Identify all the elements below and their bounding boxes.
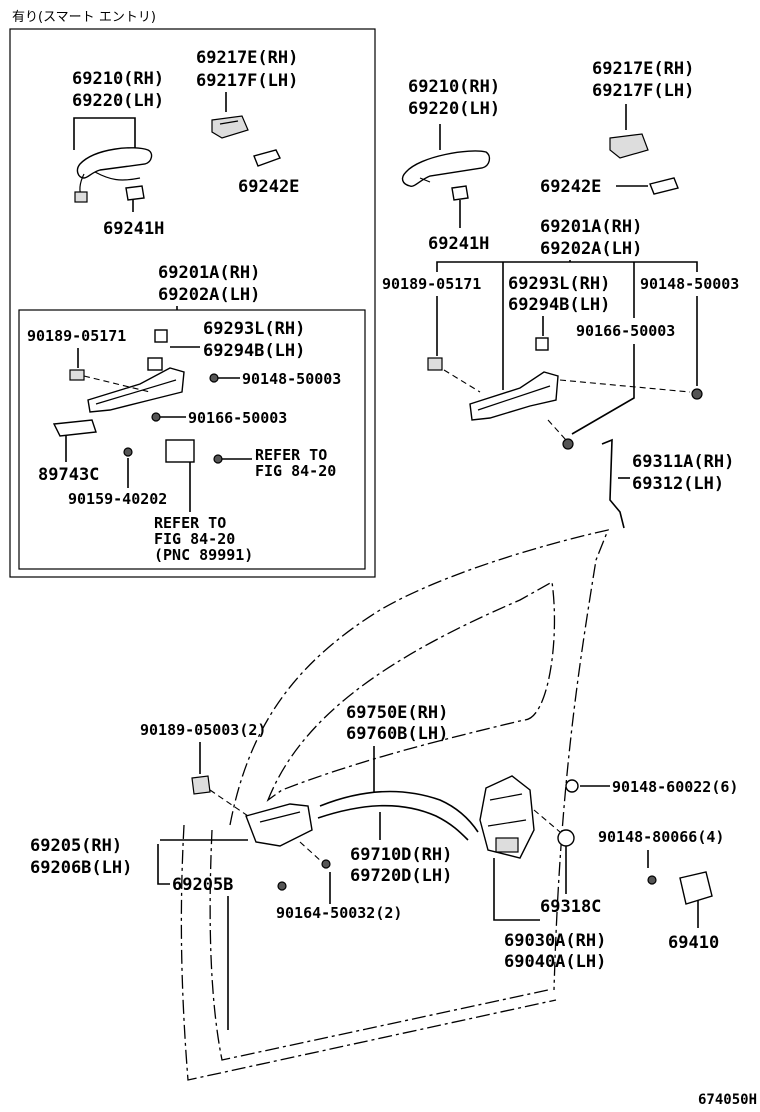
main-frame-lh: 69202A(LH): [540, 239, 642, 259]
inset-bracket: 89743C: [38, 465, 99, 485]
main-dash-1: [443, 369, 481, 393]
inset-screw1: 90189-05171: [27, 327, 126, 345]
main-cap-rh: 69293L(RH): [508, 274, 610, 294]
main-screw1-part: [427, 357, 443, 371]
main-inner-handle-lh: 69206B(LH): [30, 858, 132, 878]
main-frame-part: [469, 371, 559, 421]
inset-frame-inner: [18, 309, 366, 570]
main-bolt2-part: [562, 438, 574, 450]
inset-cap-lh: 69294B(LH): [203, 341, 305, 361]
main-handle-lh: 69220(LH): [408, 99, 500, 119]
main-inner-handle-bracket: [157, 844, 170, 885]
inset-pad2: 69241H: [103, 219, 164, 239]
inset-refer2-line3: (PNC 89991): [154, 546, 253, 564]
inset-cover-part: [211, 115, 249, 139]
inset-cover-lh: 69217F(LH): [196, 71, 298, 91]
inset-cap-rh: 69293L(RH): [203, 319, 305, 339]
inset-pad: 69242E: [238, 177, 299, 197]
inset-refer2-line2: FIG 84-20: [154, 530, 235, 548]
main-dash-4: [209, 789, 249, 817]
inset-refer1-line2: FIG 84-20: [255, 462, 336, 480]
main-pad2: 69241H: [428, 234, 489, 254]
main-lock-lh: 69040A(LH): [504, 952, 606, 972]
main-bolt1-part: [691, 388, 703, 400]
main-dash-5: [299, 841, 323, 863]
main-cable2-rh: 69710D(RH): [350, 845, 452, 865]
inset-refer2-line1: REFER TO: [154, 514, 226, 532]
inset-cap-part: [154, 329, 168, 343]
main-cover-lh: 69217F(LH): [592, 81, 694, 101]
main-cap-lh: 69294B(LH): [508, 295, 610, 315]
main-inner-handle-b: 69205B: [172, 875, 233, 895]
main-lock-part: [479, 775, 535, 859]
main-bolt4: 90148-80066(4): [598, 828, 724, 846]
inset-screw2-part: [123, 447, 133, 457]
main-cable2-lh: 69720D(LH): [350, 866, 452, 886]
main-inner-handle-rh: 69205(RH): [30, 836, 122, 856]
main-screw4: 90164-50032(2): [276, 904, 402, 922]
main-screw3: 90189-05003(2): [140, 721, 266, 739]
main-cable1-rh: 69750E(RH): [346, 703, 448, 723]
inset-bolt1: 90148-50003: [242, 370, 341, 388]
main-bolt1: 90148-50003: [640, 275, 739, 293]
main-cap-part: [535, 337, 549, 351]
inset-bracket-part: [52, 419, 97, 437]
inset-frame-lh: 69202A(LH): [158, 285, 260, 305]
inset-handle-leader: [73, 117, 136, 150]
main-cable-part: [317, 790, 479, 841]
main-cover2-part: [557, 829, 575, 847]
main-frame-rh: 69201A(RH): [540, 217, 642, 237]
main-handle-rh: 69210(RH): [408, 77, 500, 97]
inset-bolt2-part: [151, 412, 161, 422]
inset-handle-part: [74, 147, 153, 203]
main-pad-part: [649, 177, 679, 195]
main-bolt2-leader: [571, 344, 635, 435]
inset-frame-part: [87, 357, 185, 413]
main-dash-2: [559, 379, 691, 393]
main-inner-handle-part: [245, 803, 313, 891]
inset-screw2: 90159-40202: [68, 490, 167, 508]
main-lock-rh: 69030A(RH): [504, 931, 606, 951]
main-bolt2: 90166-50003: [576, 322, 675, 340]
main-rod-part: [601, 438, 625, 529]
main-cover2: 69318C: [540, 897, 601, 917]
inset-sensor-part: [165, 439, 223, 464]
main-rod-rh: 69311A(RH): [632, 452, 734, 472]
main-pad2-part: [451, 185, 469, 201]
main-frame-bracket: [436, 261, 698, 272]
main-screw3-part: [191, 775, 211, 795]
main-striker: 69410: [668, 933, 719, 953]
inset-cover-rh: 69217E(RH): [196, 48, 298, 68]
inset-pad-part: [253, 149, 281, 167]
door-outline: [180, 529, 610, 1081]
main-handle-part: [401, 150, 491, 187]
main-cover-rh: 69217E(RH): [592, 59, 694, 79]
main-bolt3-part: [565, 779, 579, 793]
inset-refer1-line1: REFER TO: [255, 446, 327, 464]
main-dash-3: [547, 419, 567, 441]
inset-handle-rh: 69210(RH): [72, 69, 164, 89]
inset-screw1-part: [69, 369, 85, 381]
main-bolt3: 90148-60022(6): [612, 778, 738, 796]
main-rod-lh: 69312(LH): [632, 474, 724, 494]
main-cable1-lh: 69760B(LH): [346, 724, 448, 744]
inset-frame-rh: 69201A(RH): [158, 263, 260, 283]
main-dash-6: [533, 809, 561, 833]
main-striker-part: [647, 871, 713, 905]
inset-frame-outer: [9, 28, 376, 578]
inset-handle-lh: 69220(LH): [72, 91, 164, 111]
main-lock-leader: [493, 858, 540, 921]
main-screw4-part: [321, 859, 331, 869]
header-note: 有り(スマート エントリ): [12, 10, 156, 25]
inset-bolt1-part: [209, 373, 219, 383]
figure-id: 674050H: [698, 1092, 757, 1108]
main-screw1: 90189-05171: [382, 275, 481, 293]
inset-pad2-part: [125, 185, 145, 201]
main-pad: 69242E: [540, 177, 601, 197]
main-cover-part: [609, 133, 649, 159]
inset-dash-1: [83, 375, 151, 393]
inset-bolt2: 90166-50003: [188, 409, 287, 427]
